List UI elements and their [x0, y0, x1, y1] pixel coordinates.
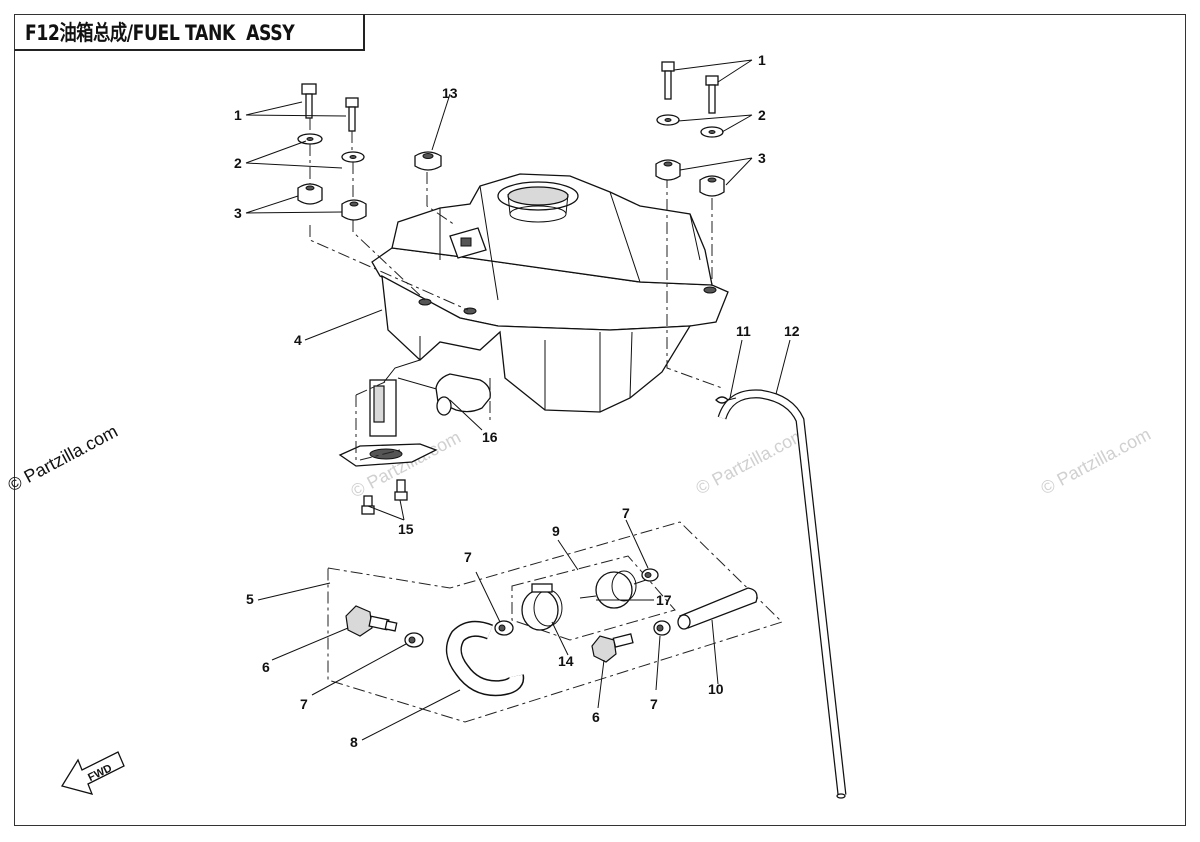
- left-bolt-stack-1: [297, 83, 367, 221]
- watermark-left: © Partzilla.com: [4, 421, 120, 496]
- grommet-13: [414, 151, 442, 171]
- hose-clamp-11: [715, 396, 737, 404]
- fuel-filter-17: [579, 570, 647, 609]
- callout-3-right: 3: [758, 150, 766, 166]
- assembly-group-9: [511, 555, 676, 641]
- watermark-right: © Partzilla.com: [1037, 424, 1153, 499]
- watermark-center-right: © Partzilla.com: [692, 424, 808, 499]
- callout-7-lower-right: 7: [650, 696, 658, 712]
- callout-2-left: 2: [234, 155, 242, 171]
- vent-hose-12: [717, 389, 847, 799]
- callout-17: 17: [656, 592, 672, 608]
- assembly-group-5: [327, 521, 783, 723]
- callout-7-left: 7: [300, 696, 308, 712]
- clamp-7-lower-right: [653, 620, 671, 636]
- diagram-title: F12油箱总成/FUEL TANK ASSY: [25, 21, 295, 45]
- callout-12: 12: [784, 323, 800, 339]
- callout-7-upper-right: 7: [622, 505, 630, 521]
- callout-leader-lines: [245, 59, 791, 741]
- fitting-6-right: [591, 633, 634, 663]
- callout-9: 9: [552, 523, 560, 539]
- callout-5: 5: [246, 591, 254, 607]
- callout-2-right: 2: [758, 107, 766, 123]
- callout-6-right: 6: [592, 709, 600, 725]
- clamp-7-left: [404, 632, 424, 648]
- fuel-pump-16: [338, 336, 491, 515]
- callout-15: 15: [398, 521, 414, 537]
- fwd-arrow-icon: FWD: [60, 751, 125, 795]
- callout-13: 13: [442, 85, 458, 101]
- callout-1-right: 1: [758, 52, 766, 68]
- callout-11: 11: [736, 323, 751, 339]
- clamp-7-upper-right: [641, 568, 659, 582]
- filter-clamp-14: [521, 583, 563, 631]
- callout-14: 14: [558, 653, 574, 669]
- hose-8: [445, 620, 525, 697]
- callout-3-left: 3: [234, 205, 242, 221]
- right-bolt-stack-1: [655, 61, 725, 197]
- fitting-6-left: [345, 605, 398, 637]
- callout-1-left: 1: [234, 107, 242, 123]
- callout-4: 4: [294, 332, 302, 348]
- clamp-7-mid: [494, 620, 514, 636]
- callout-6-left: 6: [262, 659, 270, 675]
- fuel-tank: [309, 172, 729, 413]
- callout-10: 10: [708, 681, 724, 697]
- diagram-frame: [14, 14, 1186, 826]
- hose-10: [677, 587, 758, 630]
- callout-16: 16: [482, 429, 498, 445]
- diagram-title-box: F12油箱总成/FUEL TANK ASSY: [14, 14, 366, 51]
- callout-7-mid: 7: [464, 549, 472, 565]
- callout-8: 8: [350, 734, 358, 750]
